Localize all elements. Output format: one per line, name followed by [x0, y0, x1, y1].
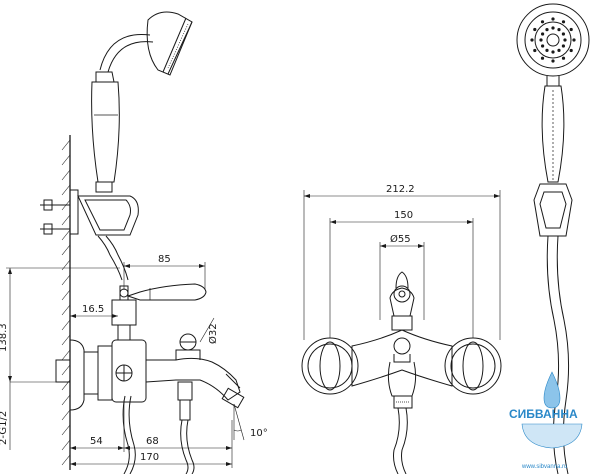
shower-bracket-side — [40, 189, 139, 236]
dim-label-thread: 2-G1/2 — [0, 411, 9, 445]
dim-label-68: 68 — [146, 436, 159, 447]
brand-logo: СИБВАННА www.sibvanna.ru — [509, 371, 583, 470]
brand-url: www.sibvanna.ru — [521, 464, 567, 470]
mixer-body-front — [301, 271, 502, 474]
hose-side-upper — [97, 235, 129, 281]
front-view: 212.2 150 Ø55 — [301, 184, 502, 474]
dim-depths: 54 68 170 — [70, 400, 233, 468]
dim-label-d32: Ø32 — [207, 323, 219, 344]
mixer-body-side — [55, 283, 245, 474]
bathtub-icon — [521, 423, 583, 449]
shower-face — [516, 3, 590, 77]
side-view: 85 16.5 138.3 2-G1/2 Ø32 10° — [0, 11, 268, 474]
dim-label-85: 85 — [158, 254, 171, 265]
dim-label-d55: Ø55 — [390, 233, 411, 245]
hand-shower-front — [516, 3, 590, 474]
dim-overall-width: 212.2 — [303, 184, 501, 340]
hand-shower-handle-side — [91, 71, 120, 193]
shower-bracket-front — [533, 183, 573, 237]
hose-side-lower — [122, 395, 130, 474]
dim-label-212-2: 212.2 — [386, 184, 415, 195]
hand-shower-handle — [541, 85, 565, 183]
shower-nozzles — [530, 17, 576, 63]
dim-spout-diameter: Ø32 — [199, 317, 219, 344]
dim-spout-angle: 10° — [233, 403, 268, 441]
dim-handle-spacing: 150 — [329, 210, 474, 338]
dim-label-170: 170 — [140, 452, 159, 463]
dim-handle-offset: 16.5 — [70, 304, 118, 318]
dim-label-angle: 10° — [250, 428, 268, 439]
dim-thread: 2-G1/2 — [0, 381, 56, 450]
dim-spout-length: 85 — [123, 254, 206, 290]
dim-label-16-5: 16.5 — [82, 304, 104, 315]
shower-head-side — [146, 11, 193, 76]
dim-height: 138.3 — [0, 267, 120, 382]
shower-neck — [99, 33, 151, 71]
brand-name: СИБВАННА — [509, 407, 578, 421]
water-drop-icon — [543, 371, 561, 409]
dim-body-diameter: Ø55 — [379, 233, 425, 320]
dim-label-138-3: 138.3 — [0, 323, 9, 352]
wall-hatching — [61, 139, 71, 466]
dim-label-54: 54 — [90, 436, 103, 447]
dim-label-150: 150 — [394, 210, 413, 221]
